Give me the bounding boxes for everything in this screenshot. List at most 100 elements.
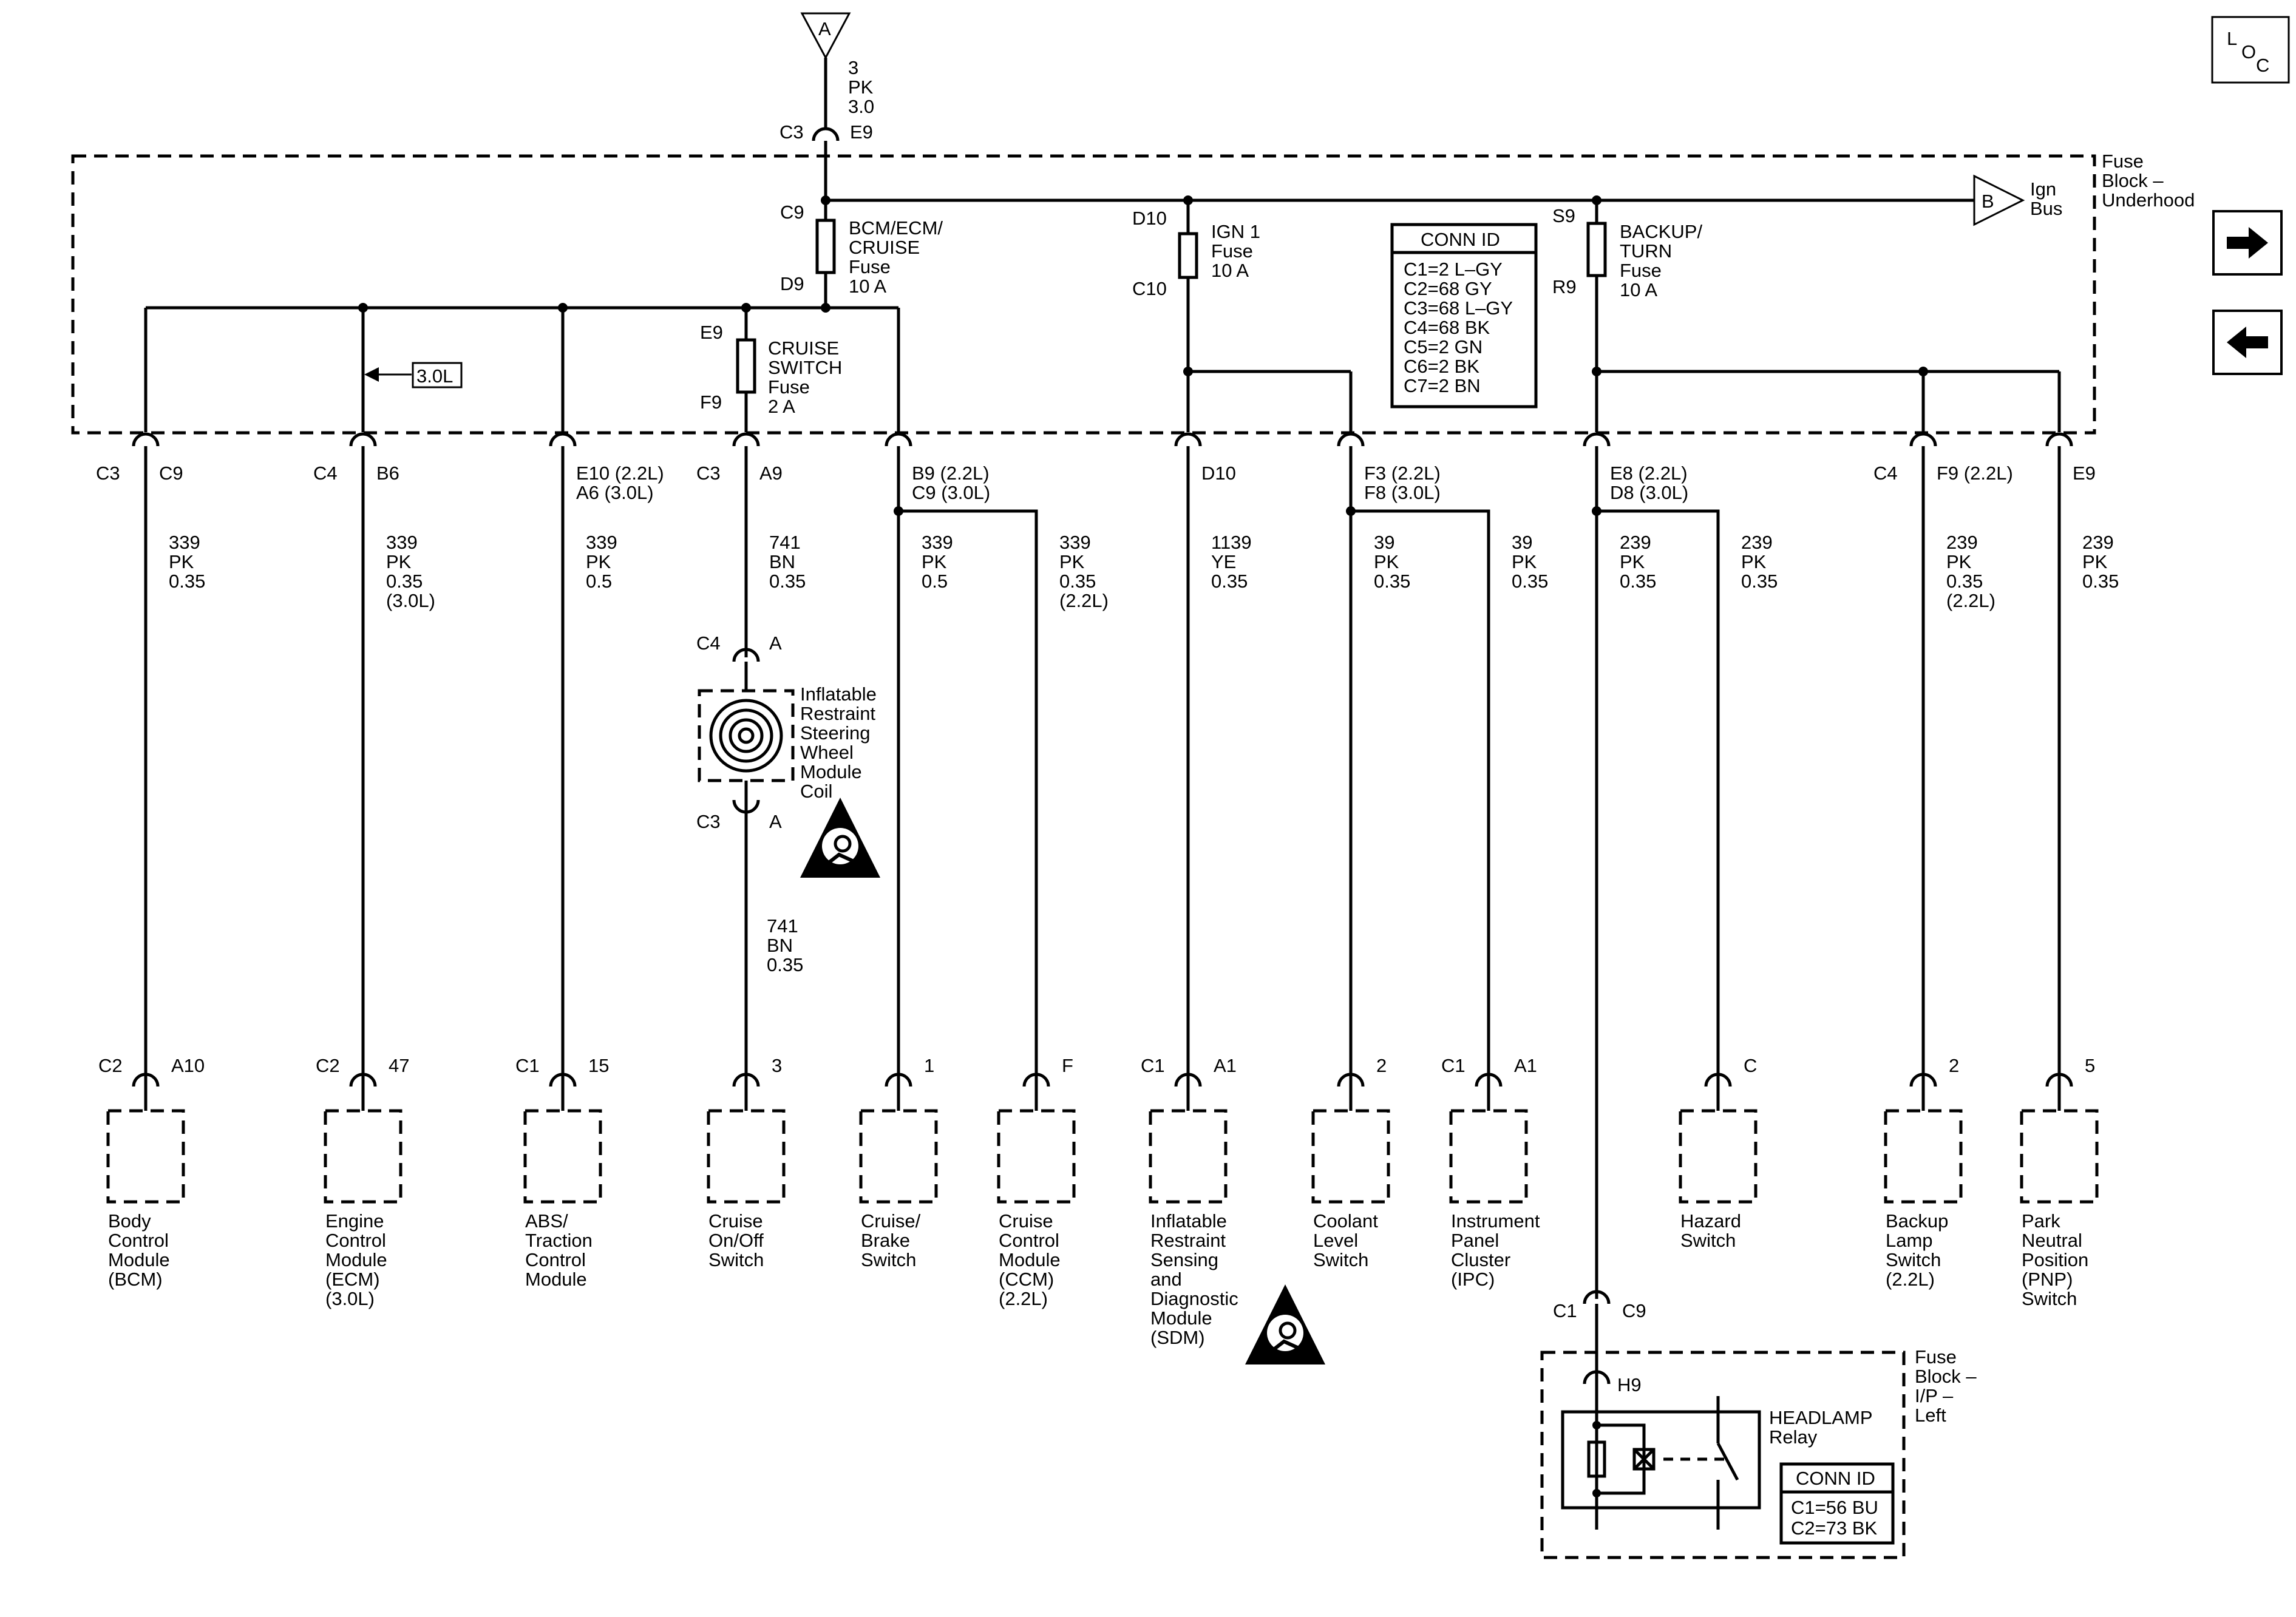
svg-text:1: 1 (924, 1055, 934, 1076)
svg-text:C9: C9 (159, 463, 183, 484)
ign-bus-label: Ign Bus (2030, 178, 2062, 219)
svg-text:A: A (769, 811, 782, 832)
svg-text:CONN ID: CONN ID (1421, 229, 1500, 250)
svg-text:2: 2 (1376, 1055, 1387, 1076)
feed-connector (812, 127, 840, 141)
feed-conn-right: E9 (850, 121, 873, 143)
svg-text:C2: C2 (98, 1055, 123, 1076)
feed-conn-left: C3 (779, 121, 804, 143)
conn-id-table-ip: CONN ID C1=56 BU C2=73 BK (1779, 1462, 1895, 1545)
backup-turn-fuse (1586, 222, 1607, 277)
fuse-ign-top-pin: D10 (1132, 208, 1167, 229)
conn-id-table-underhood: CONN ID C1=2 L–GY C2=68 GY C3=68 L–GY C4… (1390, 223, 1538, 408)
svg-text:C1: C1 (1441, 1055, 1466, 1076)
svg-text:3: 3 (772, 1055, 782, 1076)
location-view-button[interactable]: L O C (2211, 16, 2290, 84)
svg-text:F3 (2.2L): F3 (2.2L) (1364, 463, 1441, 484)
svg-text:E9: E9 (2073, 463, 2096, 484)
feed-size: 3.0 (848, 96, 874, 117)
svg-text:47: 47 (389, 1055, 409, 1076)
headlamp-relay: HEADLAMP Relay (1561, 1396, 1872, 1530)
svg-text:15: 15 (588, 1055, 609, 1076)
fuse-bcm-label: BCM/ECM/ CRUISE Fuse 10 A (849, 217, 948, 297)
svg-text:C3: C3 (696, 463, 721, 484)
svg-text:C2=73 BK: C2=73 BK (1791, 1517, 1878, 1539)
fuse-backup-bottom-pin: R9 (1552, 276, 1577, 297)
svg-text:C5=2 GN: C5=2 GN (1404, 336, 1483, 358)
svg-text:C4=68 BK: C4=68 BK (1404, 317, 1490, 338)
fuse-cruise-label: CRUISE SWITCH Fuse 2 A (768, 337, 847, 417)
svg-text:A1: A1 (1214, 1055, 1237, 1076)
exit-connector: F3 (2.2L)F8 (3.0L) (1337, 432, 1441, 503)
previous-page-button[interactable] (2212, 310, 2283, 375)
svg-text:C1: C1 (515, 1055, 540, 1076)
svg-text:C3: C3 (696, 811, 721, 832)
svg-text:C3=68 L–GY: C3=68 L–GY (1404, 297, 1513, 319)
svg-text:C: C (1744, 1055, 1757, 1076)
fuse-bcm-bottom-pin: D9 (780, 273, 804, 294)
svg-text:D8 (3.0L): D8 (3.0L) (1610, 482, 1688, 503)
svg-text:C1=2 L–GY: C1=2 L–GY (1404, 259, 1503, 280)
svg-text:E10 (2.2L): E10 (2.2L) (576, 463, 664, 484)
svg-text:5: 5 (2085, 1055, 2095, 1076)
svg-text:F9 (2.2L): F9 (2.2L) (1937, 463, 2013, 484)
svg-text:A9: A9 (759, 463, 783, 484)
fuse-backup-label: BACKUP/ TURN Fuse 10 A (1620, 221, 1708, 300)
svg-text:F: F (1062, 1055, 1073, 1076)
ign-bus-reference-b (1973, 174, 2025, 226)
fuse-bcm-top-pin: C9 (780, 202, 804, 223)
reference-a-triangle (800, 12, 851, 60)
exit-connector: B9 (2.2L)C9 (3.0L) (885, 432, 990, 503)
airbag-warning-icon (800, 798, 880, 878)
ip-block-label: Fuse Block – I/P – Left (1915, 1346, 1982, 1426)
svg-text:L: L (2227, 28, 2237, 49)
svg-text:B9 (2.2L): B9 (2.2L) (912, 463, 990, 484)
svg-text:C7=2 BN: C7=2 BN (1404, 375, 1481, 396)
svg-text:C: C (2256, 55, 2269, 76)
coil-out-wire: 741 BN 0.35 (767, 915, 803, 975)
option-tag-text: 3.0L (416, 365, 453, 387)
reference-a-label: A (818, 18, 831, 39)
exit-connector: C3 A9 (696, 432, 783, 484)
svg-text:C9: C9 (1622, 1300, 1646, 1321)
bcm-ecm-cruise-fuse (815, 219, 836, 274)
feed-circuit: 3 (848, 57, 858, 78)
next-page-button[interactable] (2212, 210, 2283, 276)
ign1-fuse (1178, 232, 1198, 279)
option-tag-3-0l (412, 362, 463, 388)
svg-text:A6 (3.0L): A6 (3.0L) (576, 482, 654, 503)
svg-text:E8 (2.2L): E8 (2.2L) (1610, 463, 1688, 484)
